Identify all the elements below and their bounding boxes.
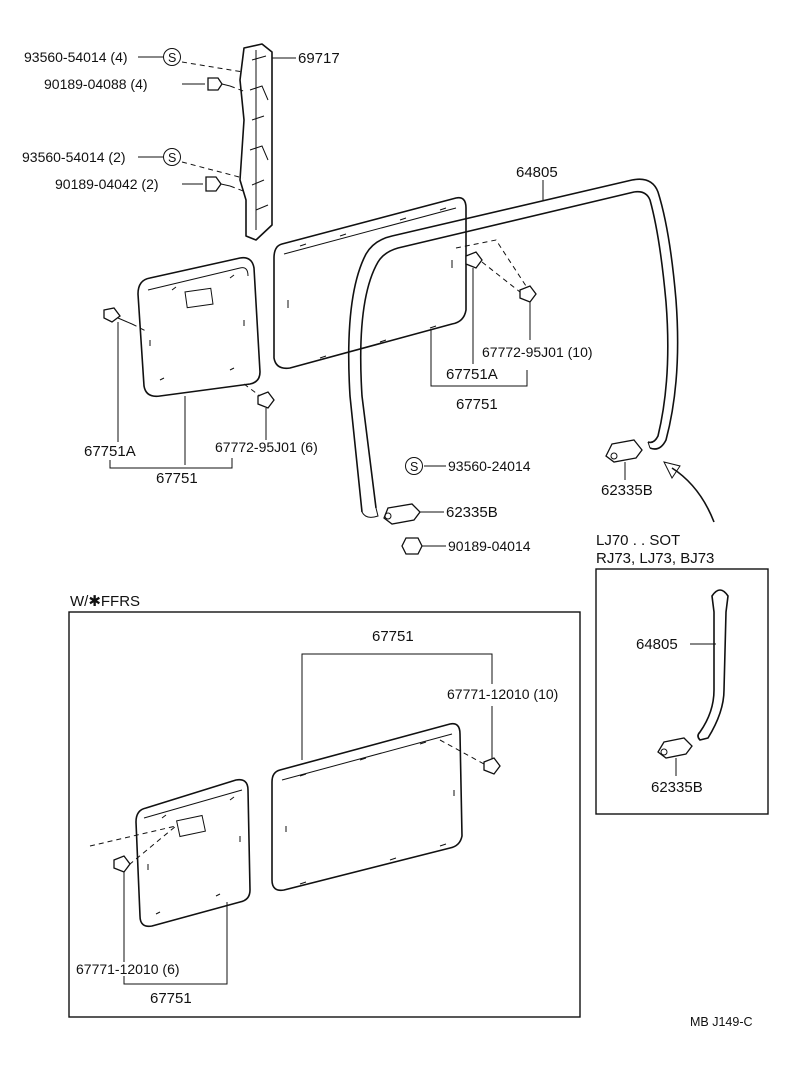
sot-line1: LJ70 . . SOT (596, 532, 680, 549)
label-64805-box: 64805 (636, 636, 678, 653)
clip-right-upper-icon (465, 251, 483, 269)
clip-left-icon (103, 307, 133, 325)
label-67751A-left: 67751A (84, 443, 136, 460)
clip-bottom-icon (257, 391, 275, 409)
nut-icon (401, 537, 423, 555)
footer-code: MB J149-C (690, 1015, 753, 1029)
retainer-62335B-mid-icon (383, 503, 421, 525)
weatherstrip-64805 (347, 178, 679, 518)
label-67751-ffrs-bottom: 67751 (150, 990, 192, 1007)
ffrs-clip-left-icon (113, 855, 131, 873)
washer-icon (405, 457, 423, 475)
label-67751-left: 67751 (156, 470, 198, 487)
s-mark: S (168, 151, 176, 165)
label-90189-04014: 90189-04014 (448, 538, 531, 554)
label-67771-12010-10: 67771-12010 (10) (447, 686, 558, 702)
clip-right-lower-icon (519, 285, 537, 303)
washer-icon (163, 148, 181, 166)
trim-panel-left (137, 256, 261, 398)
ffrs-title: W/✱FFRS (70, 593, 140, 610)
label-90189-04088-4: 90189-04088 (4) (44, 76, 148, 92)
label-93560-54014-4: 93560-54014 (4) (24, 49, 128, 65)
label-67751-ffrs-top: 67751 (372, 628, 414, 645)
label-69717: 69717 (298, 50, 340, 67)
ffrs-clip-right-icon (483, 757, 501, 775)
label-93560-24014: 93560-24014 (448, 458, 531, 474)
label-90189-04042-2: 90189-04042 (2) (55, 176, 159, 192)
washer-icon (163, 48, 181, 66)
label-62335B-box: 62335B (651, 779, 703, 796)
ffrs-trim-panel-right (271, 722, 463, 892)
label-67751-right: 67751 (456, 396, 498, 413)
label-64805-top: 64805 (516, 164, 558, 181)
label-67772-95J01-6: 67772-95J01 (6) (215, 439, 318, 455)
bolt-icon (207, 77, 231, 91)
retainer-62335B-top-icon (605, 439, 643, 463)
s-mark: S (168, 51, 176, 65)
label-62335B-mid: 62335B (446, 504, 498, 521)
pointer-arrow (671, 467, 715, 523)
weatherstrip-sot (697, 589, 729, 741)
sot-box (595, 568, 769, 815)
label-67751A-right: 67751A (446, 366, 498, 383)
label-67772-95J01-10: 67772-95J01 (10) (482, 344, 593, 360)
bolt-icon (205, 176, 231, 192)
label-93560-54014-2: 93560-54014 (2) (22, 149, 126, 165)
pillar-trim-69717 (239, 43, 273, 241)
trim-panel-right (273, 196, 467, 370)
ffrs-box (68, 611, 581, 1018)
s-mark: S (410, 460, 418, 474)
retainer-62335B-box-icon (657, 737, 693, 759)
label-62335B-top-right: 62335B (601, 482, 653, 499)
sot-line2: RJ73, LJ73, BJ73 (596, 550, 714, 567)
ffrs-trim-panel-left (135, 778, 251, 928)
label-67771-12010-6: 67771-12010 (6) (76, 961, 180, 977)
